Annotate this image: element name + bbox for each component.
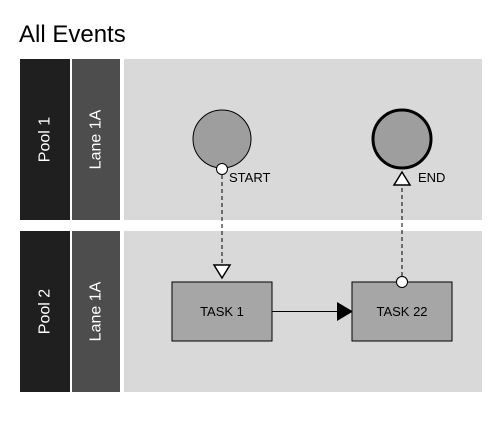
end-event-label: END bbox=[418, 170, 445, 185]
end-event[interactable] bbox=[371, 108, 433, 170]
task-22-label: TASK 22 bbox=[376, 304, 427, 319]
sequence-flow-arrowhead bbox=[337, 302, 353, 321]
task-1[interactable]: TASK 1 bbox=[171, 281, 273, 342]
pool-2-lane-header bbox=[72, 231, 120, 392]
task-1-box bbox=[171, 281, 273, 342]
pool-2-header bbox=[20, 231, 70, 392]
pool-1-header bbox=[20, 59, 70, 220]
start-event[interactable] bbox=[192, 109, 252, 169]
message-flow-arrowhead-end bbox=[392, 170, 412, 186]
pool-1-lane-label: Lane 1A bbox=[88, 109, 105, 169]
pool-2-lane-label: Lane 1A bbox=[88, 281, 105, 341]
pool-2-label: Pool 2 bbox=[37, 289, 54, 334]
task-22[interactable]: TASK 22 bbox=[351, 281, 453, 342]
start-event-label: START bbox=[229, 170, 270, 185]
message-flow-origin-start bbox=[216, 163, 228, 175]
message-flow-arrowhead-task1 bbox=[212, 264, 232, 280]
task-22-box bbox=[351, 281, 453, 342]
pool-1-label: Pool 1 bbox=[37, 117, 54, 162]
message-flow-origin-task22-top bbox=[396, 276, 408, 288]
page-title: All Events bbox=[19, 21, 126, 48]
task-1-label: TASK 1 bbox=[200, 304, 244, 319]
pool-1-lane-header bbox=[72, 59, 120, 220]
